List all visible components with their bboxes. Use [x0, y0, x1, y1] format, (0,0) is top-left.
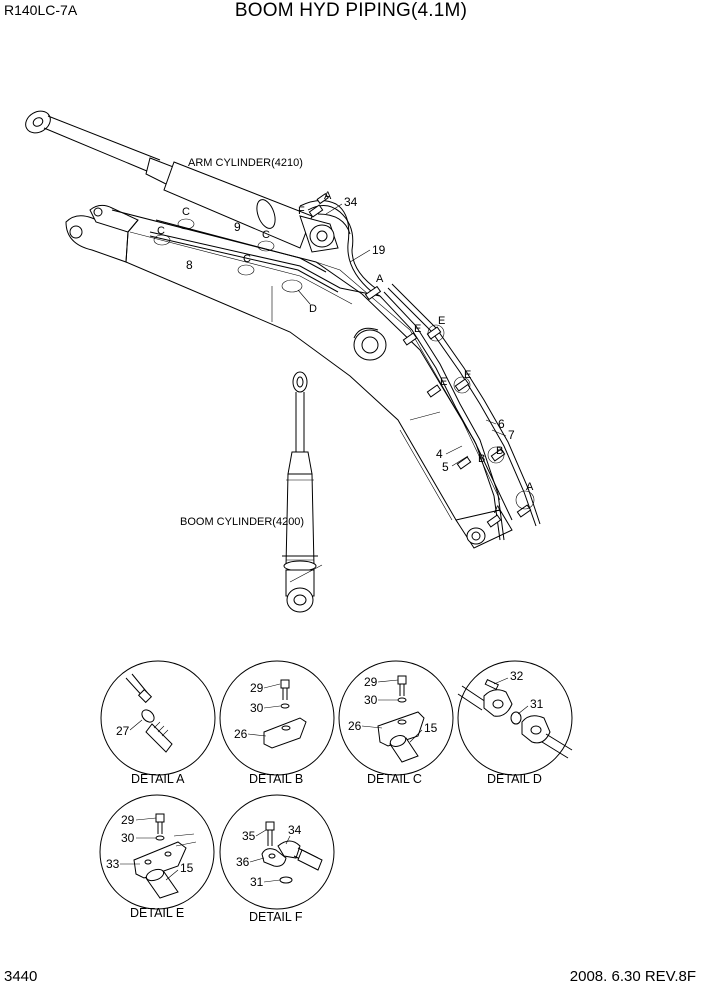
detail-ref-b: B [496, 445, 503, 457]
detail-ref-c: C [182, 206, 190, 218]
boom-cylinder-label: BOOM CYLINDER(4200) [180, 516, 304, 528]
detail-ref-a: A [526, 481, 534, 493]
detail-ref-e: E [464, 369, 471, 381]
boom-cylinder [282, 371, 323, 613]
revision-date: 2008. 6.30 REV.8F [569, 968, 696, 985]
detail-c-part-26: 26 [348, 719, 362, 733]
detail-ref-b: B [478, 453, 485, 465]
detail-ref-e: E [438, 315, 445, 327]
detail-d-part-32: 32 [510, 669, 524, 683]
detail-b-part-29: 29 [250, 681, 264, 695]
callout-7: 7 [508, 428, 515, 442]
detail-e-part-30: 30 [121, 831, 135, 845]
callout-9: 9 [234, 220, 241, 234]
detail-e-part-29: 29 [121, 813, 135, 827]
detail-f-part-36: 36 [236, 855, 250, 869]
page-number: 3440 [4, 968, 38, 985]
detail-f-part-31: 31 [250, 875, 264, 889]
model-code: R140LC-7A [4, 2, 78, 18]
detail-f-caption: DETAIL F [249, 910, 303, 924]
arm-cylinder [25, 110, 339, 253]
detail-ref-e: E [414, 323, 421, 335]
detail-b-part-30: 30 [250, 701, 264, 715]
callout-19: 19 [372, 243, 386, 257]
detail-ref-c: C [243, 253, 251, 265]
detail-ref-c: C [262, 229, 270, 241]
detail-b-caption: DETAIL B [249, 772, 303, 786]
page-title: BOOM HYD PIPING(4.1M) [234, 0, 468, 21]
callout-6: 6 [498, 417, 505, 431]
arm-cylinder-label: ARM CYLINDER(4210) [188, 157, 303, 169]
detail-d-caption: DETAIL D [487, 772, 542, 786]
detail-ref-e: E [440, 376, 447, 388]
detail-e-caption: DETAIL E [130, 906, 184, 920]
detail-d-part-31: 31 [530, 697, 544, 711]
detail-a-part-27: 27 [116, 724, 130, 738]
detail-c-part-15: 15 [424, 721, 438, 735]
detail-e: 29 30 33 15 [99, 794, 215, 910]
detail-ref-a: A [324, 190, 332, 202]
detail-c-part-30: 30 [364, 693, 378, 707]
hydraulic-pipes [149, 192, 541, 541]
detail-e-part-15: 15 [180, 861, 194, 875]
detail-f: 35 34 36 31 [219, 794, 335, 910]
callout-8: 8 [186, 258, 193, 272]
detail-e-part-33: 33 [106, 857, 120, 871]
detail-f-part-35: 35 [242, 829, 256, 843]
detail-ref-c: C [157, 225, 165, 237]
pipe-clamps [308, 192, 532, 528]
detail-b: 29 30 26 [219, 660, 335, 776]
detail-a: 27 [100, 660, 216, 776]
detail-ref-f: F [298, 205, 305, 217]
detail-ref-a: A [494, 504, 502, 516]
detail-c-part-29: 29 [364, 675, 378, 689]
detail-ref-d: D [309, 303, 317, 315]
detail-ref-a: A [376, 273, 384, 285]
detail-a-caption: DETAIL A [131, 772, 185, 786]
detail-b-part-26: 26 [234, 727, 248, 741]
callout-34: 34 [344, 195, 358, 209]
callout-4: 4 [436, 447, 443, 461]
callout-5: 5 [442, 460, 449, 474]
detail-c: 29 30 26 15 [338, 660, 454, 776]
callouts: 34 19 9 8 6 7 4 5 A A A A B B C C C C D … [157, 190, 534, 516]
detail-d: 32 31 [457, 660, 573, 776]
detail-c-caption: DETAIL C [367, 772, 422, 786]
detail-f-part-34: 34 [288, 823, 302, 837]
